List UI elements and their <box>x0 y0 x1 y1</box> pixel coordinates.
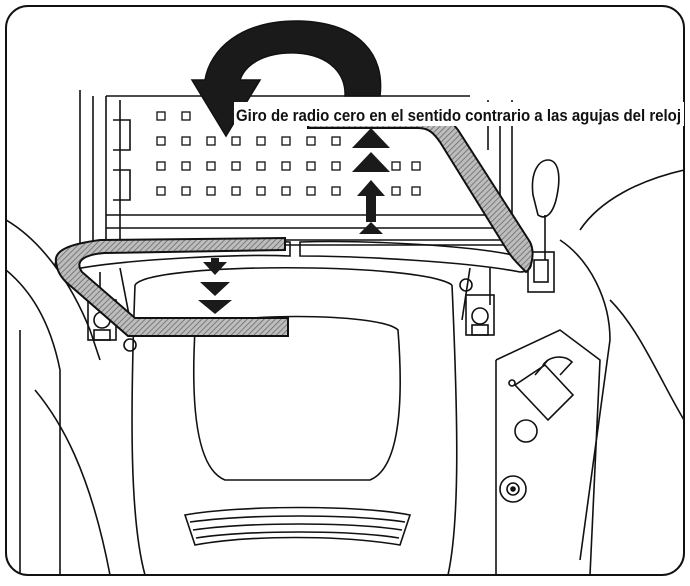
rotation-caption: Giro de radio cero en el sentido contrar… <box>236 106 681 125</box>
